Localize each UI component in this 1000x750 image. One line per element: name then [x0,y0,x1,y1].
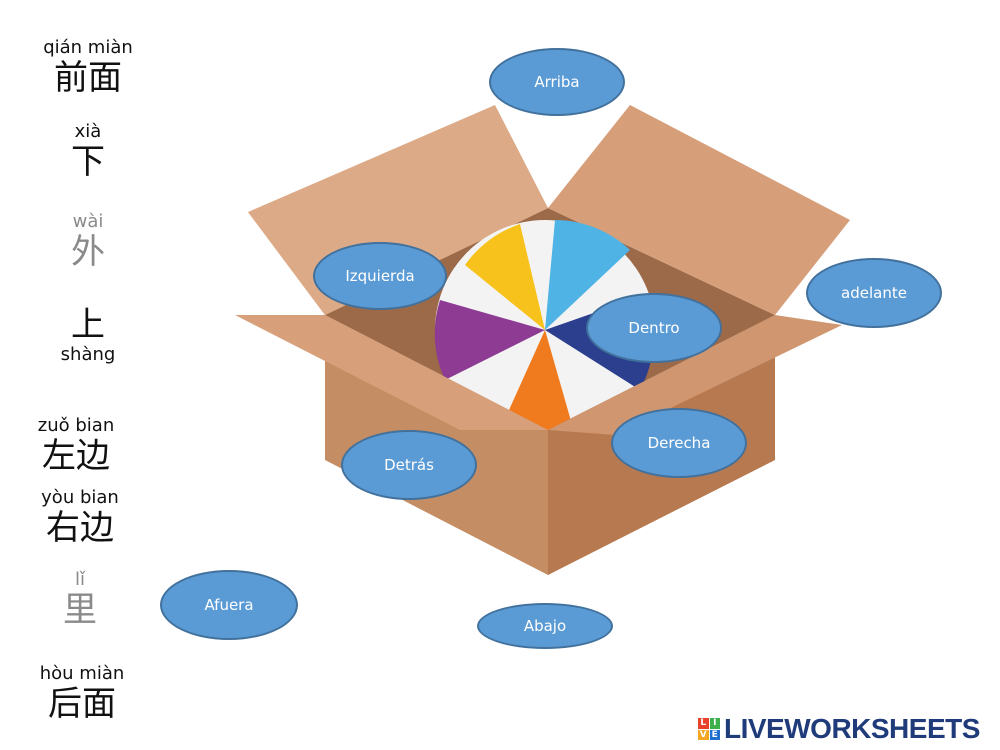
vocab-pinyin: wài [72,211,104,232]
box-flap-front-right [548,315,842,435]
answer-oval-afuera[interactable]: Afuera [160,570,298,640]
vocab-hanzi: 上 [71,305,105,345]
brand-mark-letter: L [698,718,709,729]
brand-name: LIVEWORKSHEETS [724,713,980,744]
vocab-hanzi: 前面 [54,58,122,98]
vocab-item-shang: 上 shàng [28,305,148,365]
vocab-pinyin: qián miàn [43,37,133,58]
answer-oval-arriba[interactable]: Arriba [489,48,625,116]
vocab-pinyin: yòu bian [41,487,119,508]
vocab-item-wai: wài 外 [28,211,148,273]
vocab-item-you-bian: yòu bian 右边 [20,487,140,549]
vocab-pinyin: zuǒ bian [37,415,115,436]
answer-oval-izquierda[interactable]: Izquierda [313,242,447,310]
vocab-hanzi: 右边 [46,508,114,548]
answer-oval-abajo[interactable]: Abajo [477,603,613,649]
vocab-pinyin: xià [74,121,102,142]
box-flap-front-left [235,315,548,430]
brand-mark-letter: I [709,718,720,729]
vocab-hanzi: 左边 [42,436,110,476]
vocab-item-zuo-bian: zuǒ bian 左边 [16,415,136,477]
vocab-item-xia: xià 下 [28,121,148,183]
answer-oval-adelante[interactable]: adelante [806,258,942,328]
box-flap-back-right [548,105,850,315]
vocab-item-hou-mian: hòu miàn 后面 [22,663,142,725]
brand-mark-icon: L I V E [698,718,720,740]
box-with-ball-illustration [235,105,850,575]
vocab-pinyin: lǐ [74,569,85,590]
brand-mark-letter: E [709,729,720,740]
brand-mark-letter: V [698,729,709,740]
beach-ball [434,220,655,440]
vocab-pinyin: hòu miàn [39,663,125,684]
vocab-hanzi: 下 [71,142,105,182]
liveworksheets-logo: L I V E LIVEWORKSHEETS [698,712,980,746]
answer-oval-detras[interactable]: Detrás [341,430,477,500]
answer-oval-derecha[interactable]: Derecha [611,408,747,478]
vocab-item-qian-mian: qián miàn 前面 [28,37,148,99]
answer-oval-dentro[interactable]: Dentro [586,293,722,363]
vocab-item-li: lǐ 里 [20,569,140,631]
vocab-hanzi: 后面 [48,684,116,724]
vocab-hanzi: 里 [63,590,97,630]
vocab-pinyin: shàng [60,344,116,365]
vocab-hanzi: 外 [71,232,105,272]
